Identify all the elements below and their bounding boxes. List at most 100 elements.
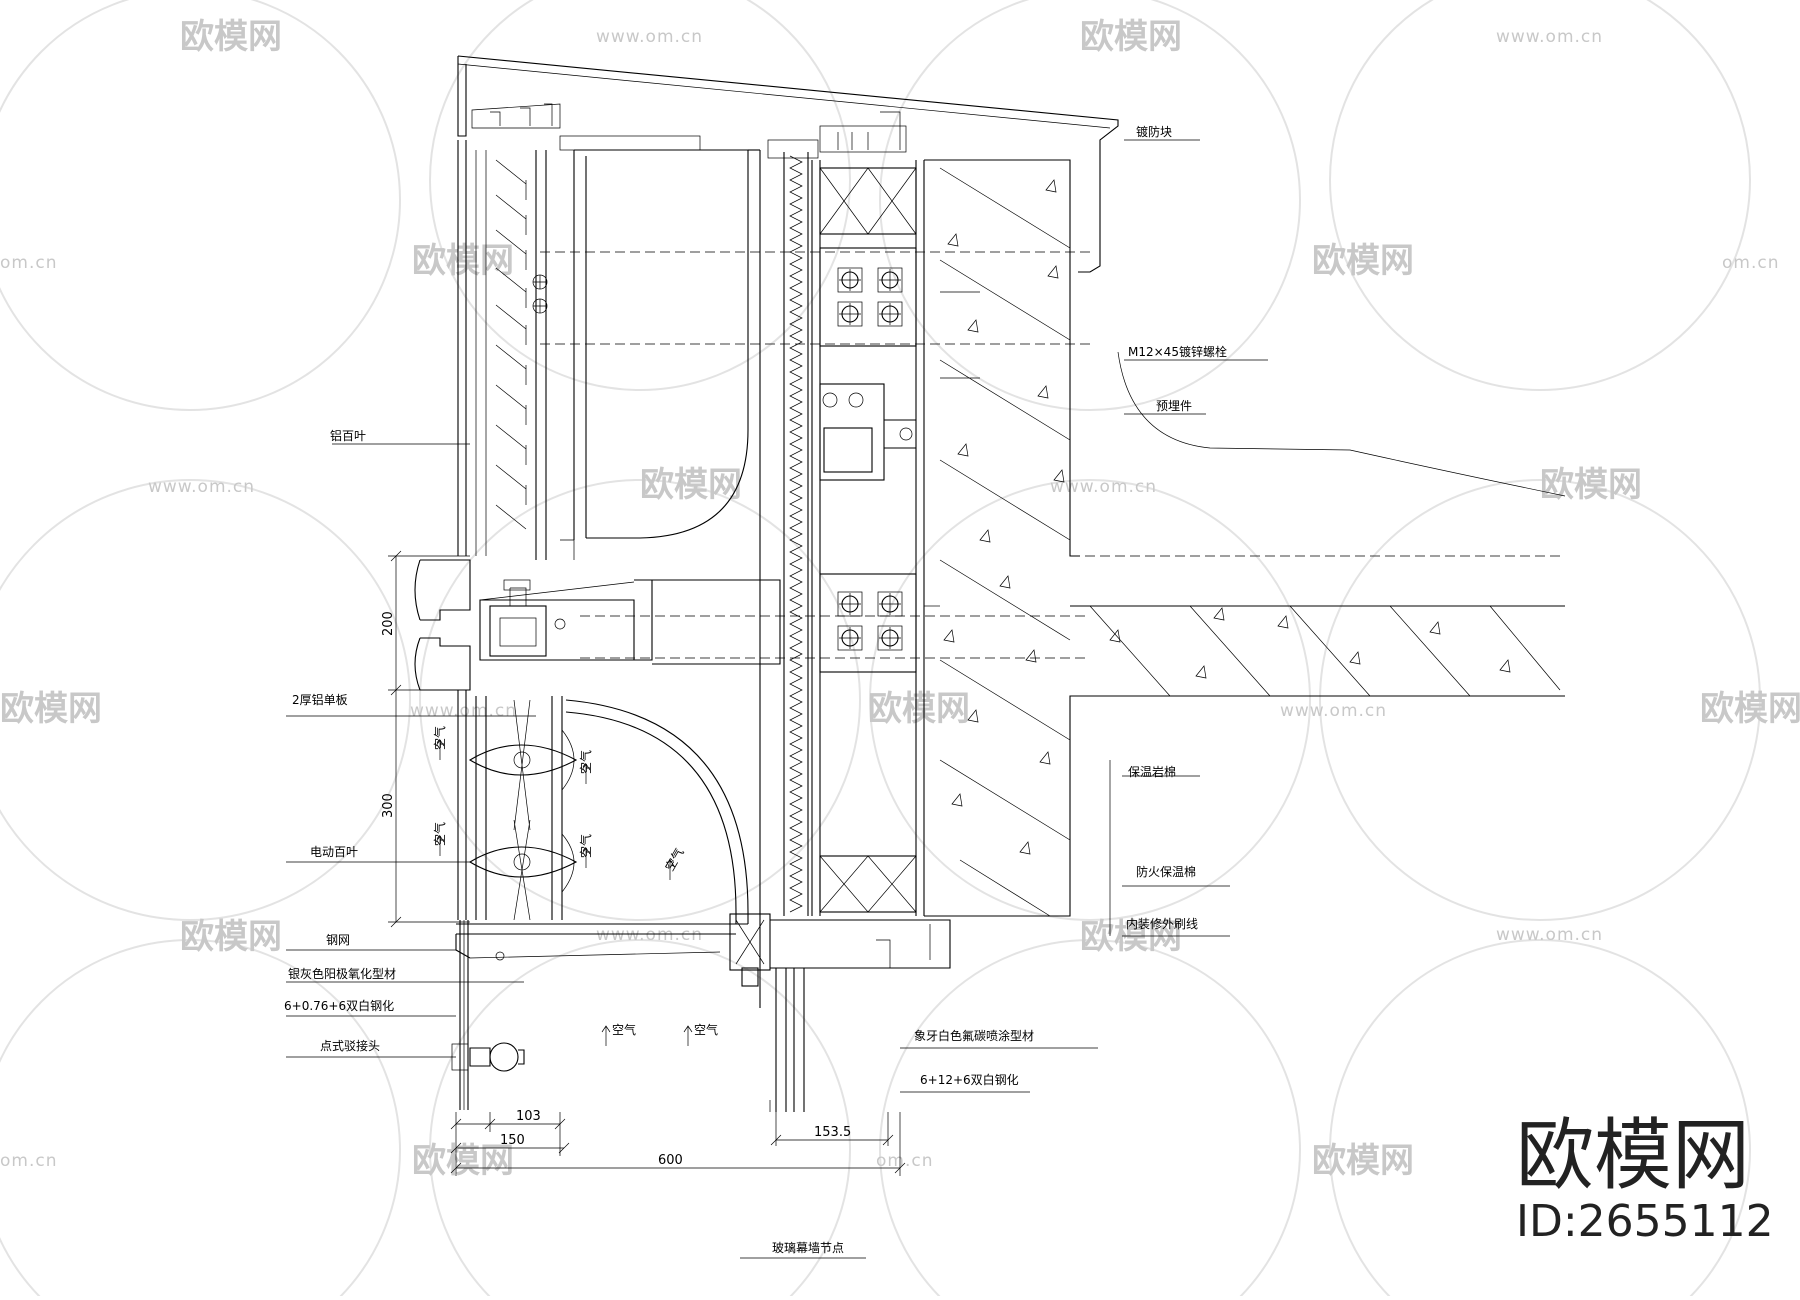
label-air: 空气 xyxy=(578,750,593,774)
bolt-plate xyxy=(837,301,863,327)
aggregate-mark xyxy=(947,233,959,247)
aggregate-mark xyxy=(1213,607,1225,621)
bolt-cross xyxy=(879,627,901,649)
label-air: 空气 xyxy=(432,822,447,846)
label-profile-left: 银灰色阳极氧化型材 xyxy=(288,967,396,981)
label-fire-wool: 防火保温棉 xyxy=(1136,864,1196,879)
brand-logo: 欧模网 xyxy=(1516,1111,1750,1201)
label-mesh: 钢网 xyxy=(326,933,350,947)
outer-skin xyxy=(457,140,487,1110)
watermark-brand: 欧模网 xyxy=(1540,465,1642,505)
dim-103: 103 xyxy=(516,1109,541,1124)
aggregate-mark xyxy=(1025,649,1037,663)
label-glass-left: 6+0.76+6双白钢化 xyxy=(284,998,394,1013)
insulation-layer xyxy=(783,152,809,916)
aggregate-mark xyxy=(1109,629,1121,643)
leader-lines xyxy=(286,139,1268,1112)
label-air: 空气 xyxy=(612,1022,636,1037)
concrete-aggregate xyxy=(943,179,1511,855)
top-capping xyxy=(457,55,1119,273)
bolt-cross xyxy=(879,303,901,325)
bolt-plate xyxy=(877,267,903,293)
watermark-url: om.cn xyxy=(876,1151,934,1171)
watermark-url: www.om.cn xyxy=(1496,27,1603,47)
watermark-url: www.om.cn xyxy=(1050,477,1157,497)
bolt-cross xyxy=(839,269,861,291)
aggregate-mark xyxy=(1499,659,1511,673)
dimension-lines xyxy=(388,550,906,1176)
bolt-plate xyxy=(837,625,863,651)
airflow-arrows xyxy=(435,739,693,1046)
watermark-url: www.om.cn xyxy=(410,701,517,721)
bolt-cross xyxy=(879,269,901,291)
watermark-url: om.cn xyxy=(0,253,58,273)
aggregate-mark xyxy=(1019,841,1031,855)
watermark-brand: 欧模网 xyxy=(1080,917,1182,957)
label-profile-right: 象牙白色氟碳喷涂型材 xyxy=(914,1028,1034,1043)
bolt-plate xyxy=(837,267,863,293)
watermark-brand: 欧模网 xyxy=(180,17,282,57)
upper-duct xyxy=(560,149,761,1008)
label-al-panel: 2厚铝单板 xyxy=(292,692,348,707)
watermark-brand: 欧模网 xyxy=(1312,1141,1414,1181)
watermark-brand: 欧模网 xyxy=(868,689,970,729)
aggregate-mark xyxy=(1429,621,1441,635)
dim-150: 150 xyxy=(500,1133,525,1148)
aggregate-mark xyxy=(979,529,991,543)
aggregate-mark xyxy=(967,319,979,333)
aggregate-mark xyxy=(1195,665,1207,679)
electric-louvers xyxy=(468,696,578,921)
label-louver-al: 铝百叶 xyxy=(330,428,366,443)
aggregate-mark xyxy=(943,629,955,643)
brand-id: ID:2655112 xyxy=(1516,1196,1774,1247)
aggregate-mark xyxy=(957,443,969,457)
louver-blades xyxy=(495,150,548,560)
aggregate-mark xyxy=(1037,385,1049,399)
watermark-url: www.om.cn xyxy=(148,477,255,497)
bolt-cross xyxy=(839,303,861,325)
label-rock-wool: 保温岩棉 xyxy=(1128,764,1176,779)
concrete-slab xyxy=(924,159,1565,917)
watermark-url: om.cn xyxy=(0,1151,58,1171)
brand-block: 欧模网 ID:2655112 xyxy=(1516,1111,1774,1247)
break-line xyxy=(1117,351,1566,497)
aggregate-mark xyxy=(1349,651,1361,665)
watermark-brand: 欧模网 xyxy=(1312,241,1414,281)
label-glass-right: 6+12+6双白钢化 xyxy=(920,1072,1019,1087)
bolts xyxy=(837,267,903,651)
aggregate-mark xyxy=(951,793,963,807)
mid-bracket xyxy=(414,559,781,691)
label-air: 空气 xyxy=(578,834,593,858)
dim-600: 600 xyxy=(658,1153,683,1168)
watermark-brand: 欧模网 xyxy=(412,1141,514,1181)
watermark-url: www.om.cn xyxy=(596,925,703,945)
label-point-fixing: 点式驳接头 xyxy=(320,1038,380,1053)
watermark-url: www.om.cn xyxy=(596,27,703,47)
watermark-brand: 欧模网 xyxy=(412,241,514,281)
steel-frame xyxy=(811,160,925,916)
dim-300: 300 xyxy=(381,793,396,818)
aggregate-mark xyxy=(1277,615,1289,629)
watermark-brand: 欧模网 xyxy=(1700,689,1800,729)
reference-lines xyxy=(540,251,1090,659)
lower-duct xyxy=(455,699,749,961)
label-bolt: M12×45镀锌螺栓 xyxy=(1128,344,1227,359)
watermark-url: www.om.cn xyxy=(1280,701,1387,721)
label-air: 空气 xyxy=(662,845,687,873)
dim-200: 200 xyxy=(381,611,396,636)
label-air: 空气 xyxy=(694,1022,718,1037)
bolt-cross xyxy=(879,593,901,615)
annotations: 镀防块 M12×45镀锌螺栓 预埋件 铝百叶 2厚铝单板 电动百叶 钢网 银灰色… xyxy=(284,124,1227,1259)
aggregate-mark xyxy=(1053,469,1065,483)
aggregate-mark xyxy=(1047,265,1059,279)
point-fixing xyxy=(451,1042,525,1072)
label-trench-block: 镀防块 xyxy=(1136,124,1172,139)
watermark-rings xyxy=(0,0,1761,1300)
aggregate-mark xyxy=(1045,179,1057,193)
label-electric-louver: 电动百叶 xyxy=(310,845,358,859)
watermark-brand: 欧模网 xyxy=(640,465,742,505)
bolt-plate xyxy=(877,301,903,327)
watermark-brand: 欧模网 xyxy=(180,917,282,957)
